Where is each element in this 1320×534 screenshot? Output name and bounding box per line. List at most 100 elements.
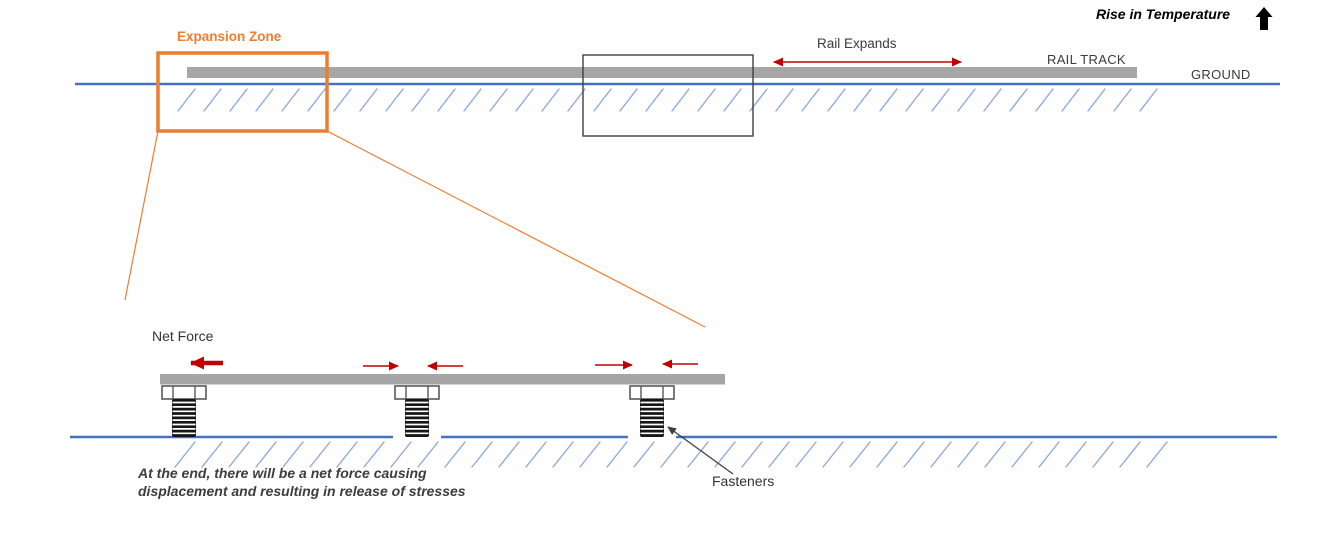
hatch-mark xyxy=(417,441,439,468)
hatch-mark xyxy=(411,88,430,112)
hatch-mark xyxy=(827,88,846,112)
hatch-mark xyxy=(1119,441,1141,468)
bolt-shaft xyxy=(640,399,664,437)
hatch-mark xyxy=(359,88,378,112)
hatch-mark xyxy=(336,441,358,468)
hatch-mark xyxy=(984,441,1006,468)
hatch-mark xyxy=(229,88,248,112)
hatch-mark xyxy=(515,88,534,112)
hatch-mark xyxy=(174,441,196,468)
hatch-mark xyxy=(879,88,898,112)
hatch-mark xyxy=(1011,441,1033,468)
hatch-mark xyxy=(957,441,979,468)
hatch-mark xyxy=(876,441,898,468)
hatch-mark xyxy=(853,88,872,112)
fasteners-label: Fasteners xyxy=(712,473,775,489)
caption-text: At the end, there will be a net force ca… xyxy=(138,465,466,500)
hatch-mark xyxy=(1035,88,1054,112)
hatch-mark xyxy=(606,441,628,468)
bolt-head xyxy=(629,385,675,400)
rail-expands-label: Rail Expands xyxy=(817,36,897,51)
hatch-mark xyxy=(671,88,690,112)
hatch-mark xyxy=(930,441,952,468)
hatch-mark xyxy=(385,88,404,112)
expansion-zone-box xyxy=(156,51,329,133)
hatch-mark xyxy=(741,441,763,468)
rise-in-temperature-label: Rise in Temperature xyxy=(1096,6,1231,22)
zoom-connector-right xyxy=(326,130,706,328)
hatch-mark xyxy=(309,441,331,468)
hatch-mark xyxy=(567,88,586,112)
hatch-mark xyxy=(697,88,716,112)
hatch-mark xyxy=(1092,441,1114,468)
hatch-mark xyxy=(619,88,638,112)
hatch-mark xyxy=(1009,88,1028,112)
hatch-mark xyxy=(255,441,277,468)
hatch-mark xyxy=(390,441,412,468)
zoom-connector-left xyxy=(124,130,159,301)
hatch-mark xyxy=(201,441,223,468)
hatch-mark xyxy=(593,88,612,112)
fastener-bolt xyxy=(628,385,676,440)
rail-track-label: RAIL TRACK xyxy=(1047,52,1126,67)
inspection-box xyxy=(582,54,754,137)
net-force-label: Net Force xyxy=(152,328,214,344)
hatch-mark xyxy=(1139,88,1158,112)
ground-label: GROUND xyxy=(1191,67,1251,82)
hatch-mark xyxy=(795,441,817,468)
hatch-mark xyxy=(463,88,482,112)
hatch-mark xyxy=(444,441,466,468)
hatch-mark xyxy=(525,441,547,468)
hatch-mark xyxy=(552,441,574,468)
hatch-mark xyxy=(498,441,520,468)
hatch-mark xyxy=(1061,88,1080,112)
hatch-mark xyxy=(768,441,790,468)
hatch-mark xyxy=(801,88,820,112)
hatch-mark xyxy=(1065,441,1087,468)
bolt-head xyxy=(161,385,207,400)
hatch-mark xyxy=(307,88,326,112)
fastener-bolt xyxy=(161,385,207,437)
hatch-mark xyxy=(660,441,682,468)
hatch-mark xyxy=(849,441,871,468)
hatch-mark xyxy=(775,88,794,112)
rise-in-temperature-arrow-icon xyxy=(1255,7,1273,30)
hatch-mark xyxy=(822,441,844,468)
expansion-zone-label: Expansion Zone xyxy=(177,29,282,44)
hatch-mark xyxy=(541,88,560,112)
hatch-mark xyxy=(687,441,709,468)
hatch-mark xyxy=(471,441,493,468)
hatch-mark xyxy=(203,88,222,112)
caption-line-1: At the end, there will be a net force ca… xyxy=(138,465,427,481)
hatch-mark xyxy=(281,88,300,112)
bolt-shaft xyxy=(405,399,429,437)
hatch-mark xyxy=(645,88,664,112)
hatch-mark xyxy=(228,441,250,468)
bolt-head xyxy=(394,385,440,400)
hatch-mark xyxy=(903,441,925,468)
caption-line-2: displacement and resulting in release of… xyxy=(138,482,466,499)
hatch-mark xyxy=(333,88,352,112)
detail-rail-bar xyxy=(160,374,725,385)
hatch-mark xyxy=(1113,88,1132,112)
hatch-mark xyxy=(905,88,924,112)
hatch-mark xyxy=(1038,441,1060,468)
bolt-shaft xyxy=(172,399,196,437)
hatch-mark xyxy=(723,88,742,112)
hatch-mark xyxy=(489,88,508,112)
hatch-mark xyxy=(579,441,601,468)
ground-hatching-top xyxy=(177,88,1158,112)
hatch-mark xyxy=(931,88,950,112)
fastener-bolt xyxy=(393,385,441,440)
hatch-mark xyxy=(983,88,1002,112)
hatch-mark xyxy=(255,88,274,112)
hatch-mark xyxy=(1087,88,1106,112)
hatch-mark xyxy=(437,88,456,112)
hatch-mark xyxy=(1146,441,1168,468)
fastener-bolts xyxy=(161,385,676,440)
ground-hatching-detail xyxy=(174,441,1168,468)
hatch-mark xyxy=(177,88,196,112)
rail-track-bar xyxy=(187,67,1137,78)
